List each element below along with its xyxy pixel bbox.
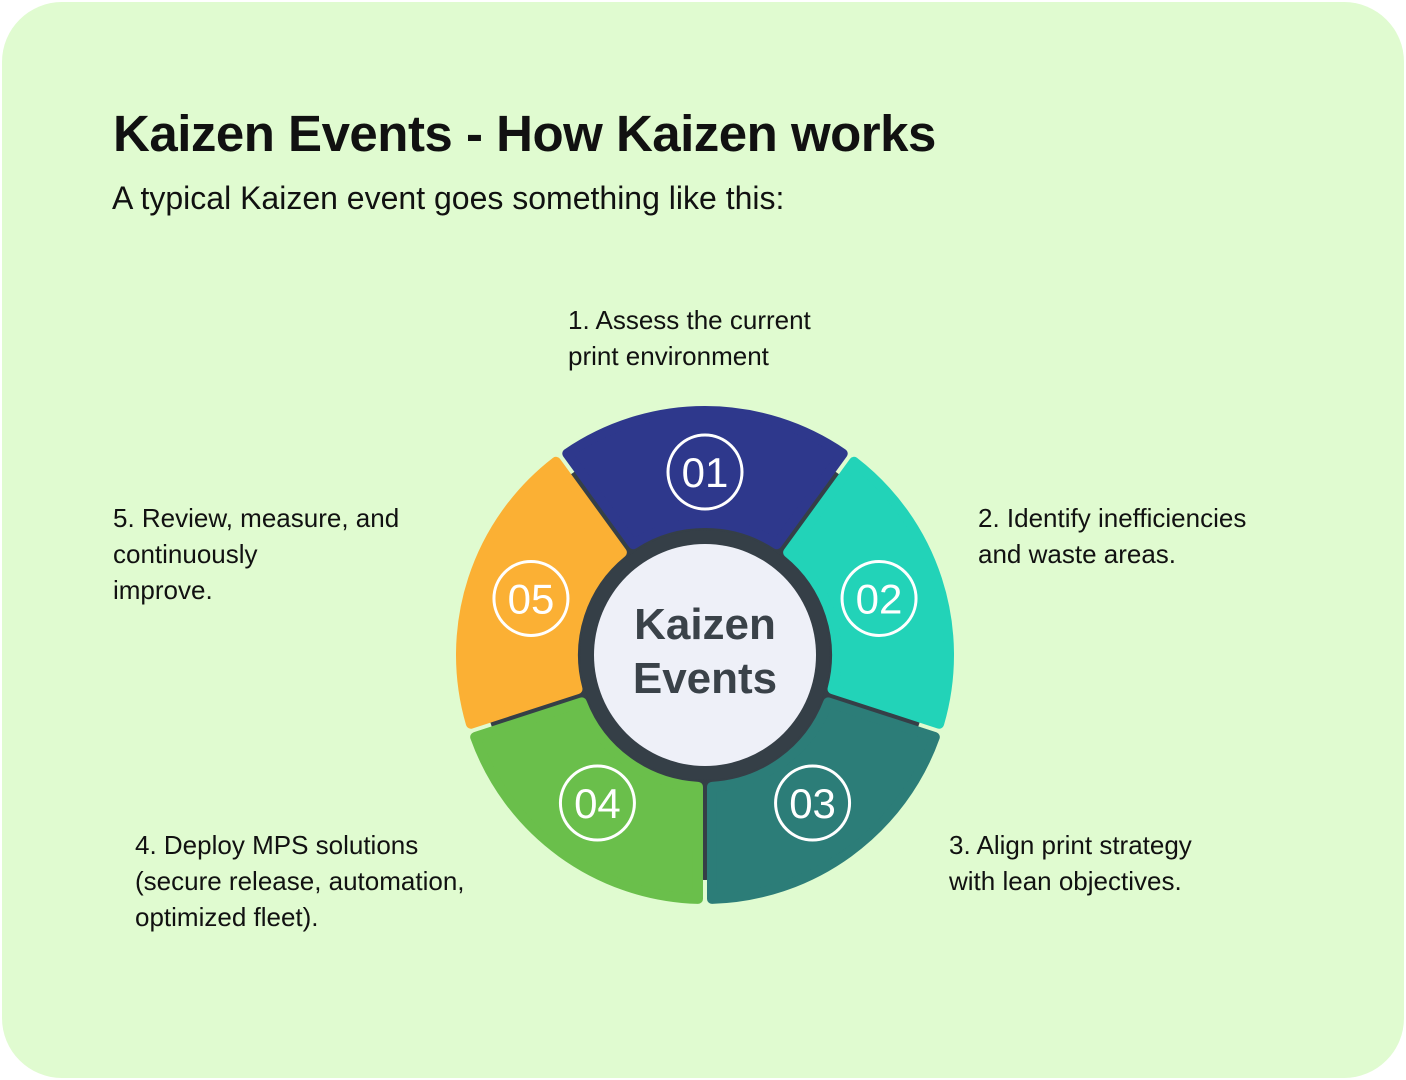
number-badge-04: [558, 764, 636, 842]
segment-03: 03: [706, 697, 940, 904]
segment-04: 04: [470, 697, 704, 904]
segment-number: 05: [508, 575, 555, 622]
segment-04-shape: [470, 697, 704, 904]
center-circle: [594, 544, 816, 766]
number-badge-05: [492, 559, 570, 637]
segment-01: 01: [562, 406, 848, 550]
segment-number: 01: [682, 449, 729, 496]
segment-03-shape: [706, 697, 940, 904]
step-3-text: 3. Align print strategy with lean object…: [949, 830, 1192, 896]
number-badge-01: [666, 433, 744, 511]
number-badge-02: [840, 559, 918, 637]
step-1-text: 1. Assess the current print environment: [568, 305, 811, 371]
segment-01-shape: [562, 406, 848, 550]
segment-05-shape: [456, 456, 627, 729]
segment-02: 02: [783, 456, 954, 729]
center-label-line2: Events: [633, 654, 777, 703]
page-title: Kaizen Events - How Kaizen works: [113, 105, 936, 162]
center-label-line1: Kaizen: [634, 600, 776, 649]
segment-number: 04: [574, 780, 621, 827]
step-5-text: 5. Review, measure, and continuously imp…: [113, 503, 400, 605]
segment-number: 03: [789, 780, 836, 827]
segment-number: 02: [856, 575, 903, 622]
segment-02-shape: [783, 456, 954, 729]
step-2-text: 2. Identify inefficiencies and waste are…: [978, 503, 1247, 569]
page-subtitle: A typical Kaizen event goes something li…: [112, 180, 785, 216]
step-4-text: 4. Deploy MPS solutions (secure release,…: [135, 830, 465, 932]
segment-05: 05: [456, 456, 627, 729]
number-badge-03: [774, 764, 852, 842]
